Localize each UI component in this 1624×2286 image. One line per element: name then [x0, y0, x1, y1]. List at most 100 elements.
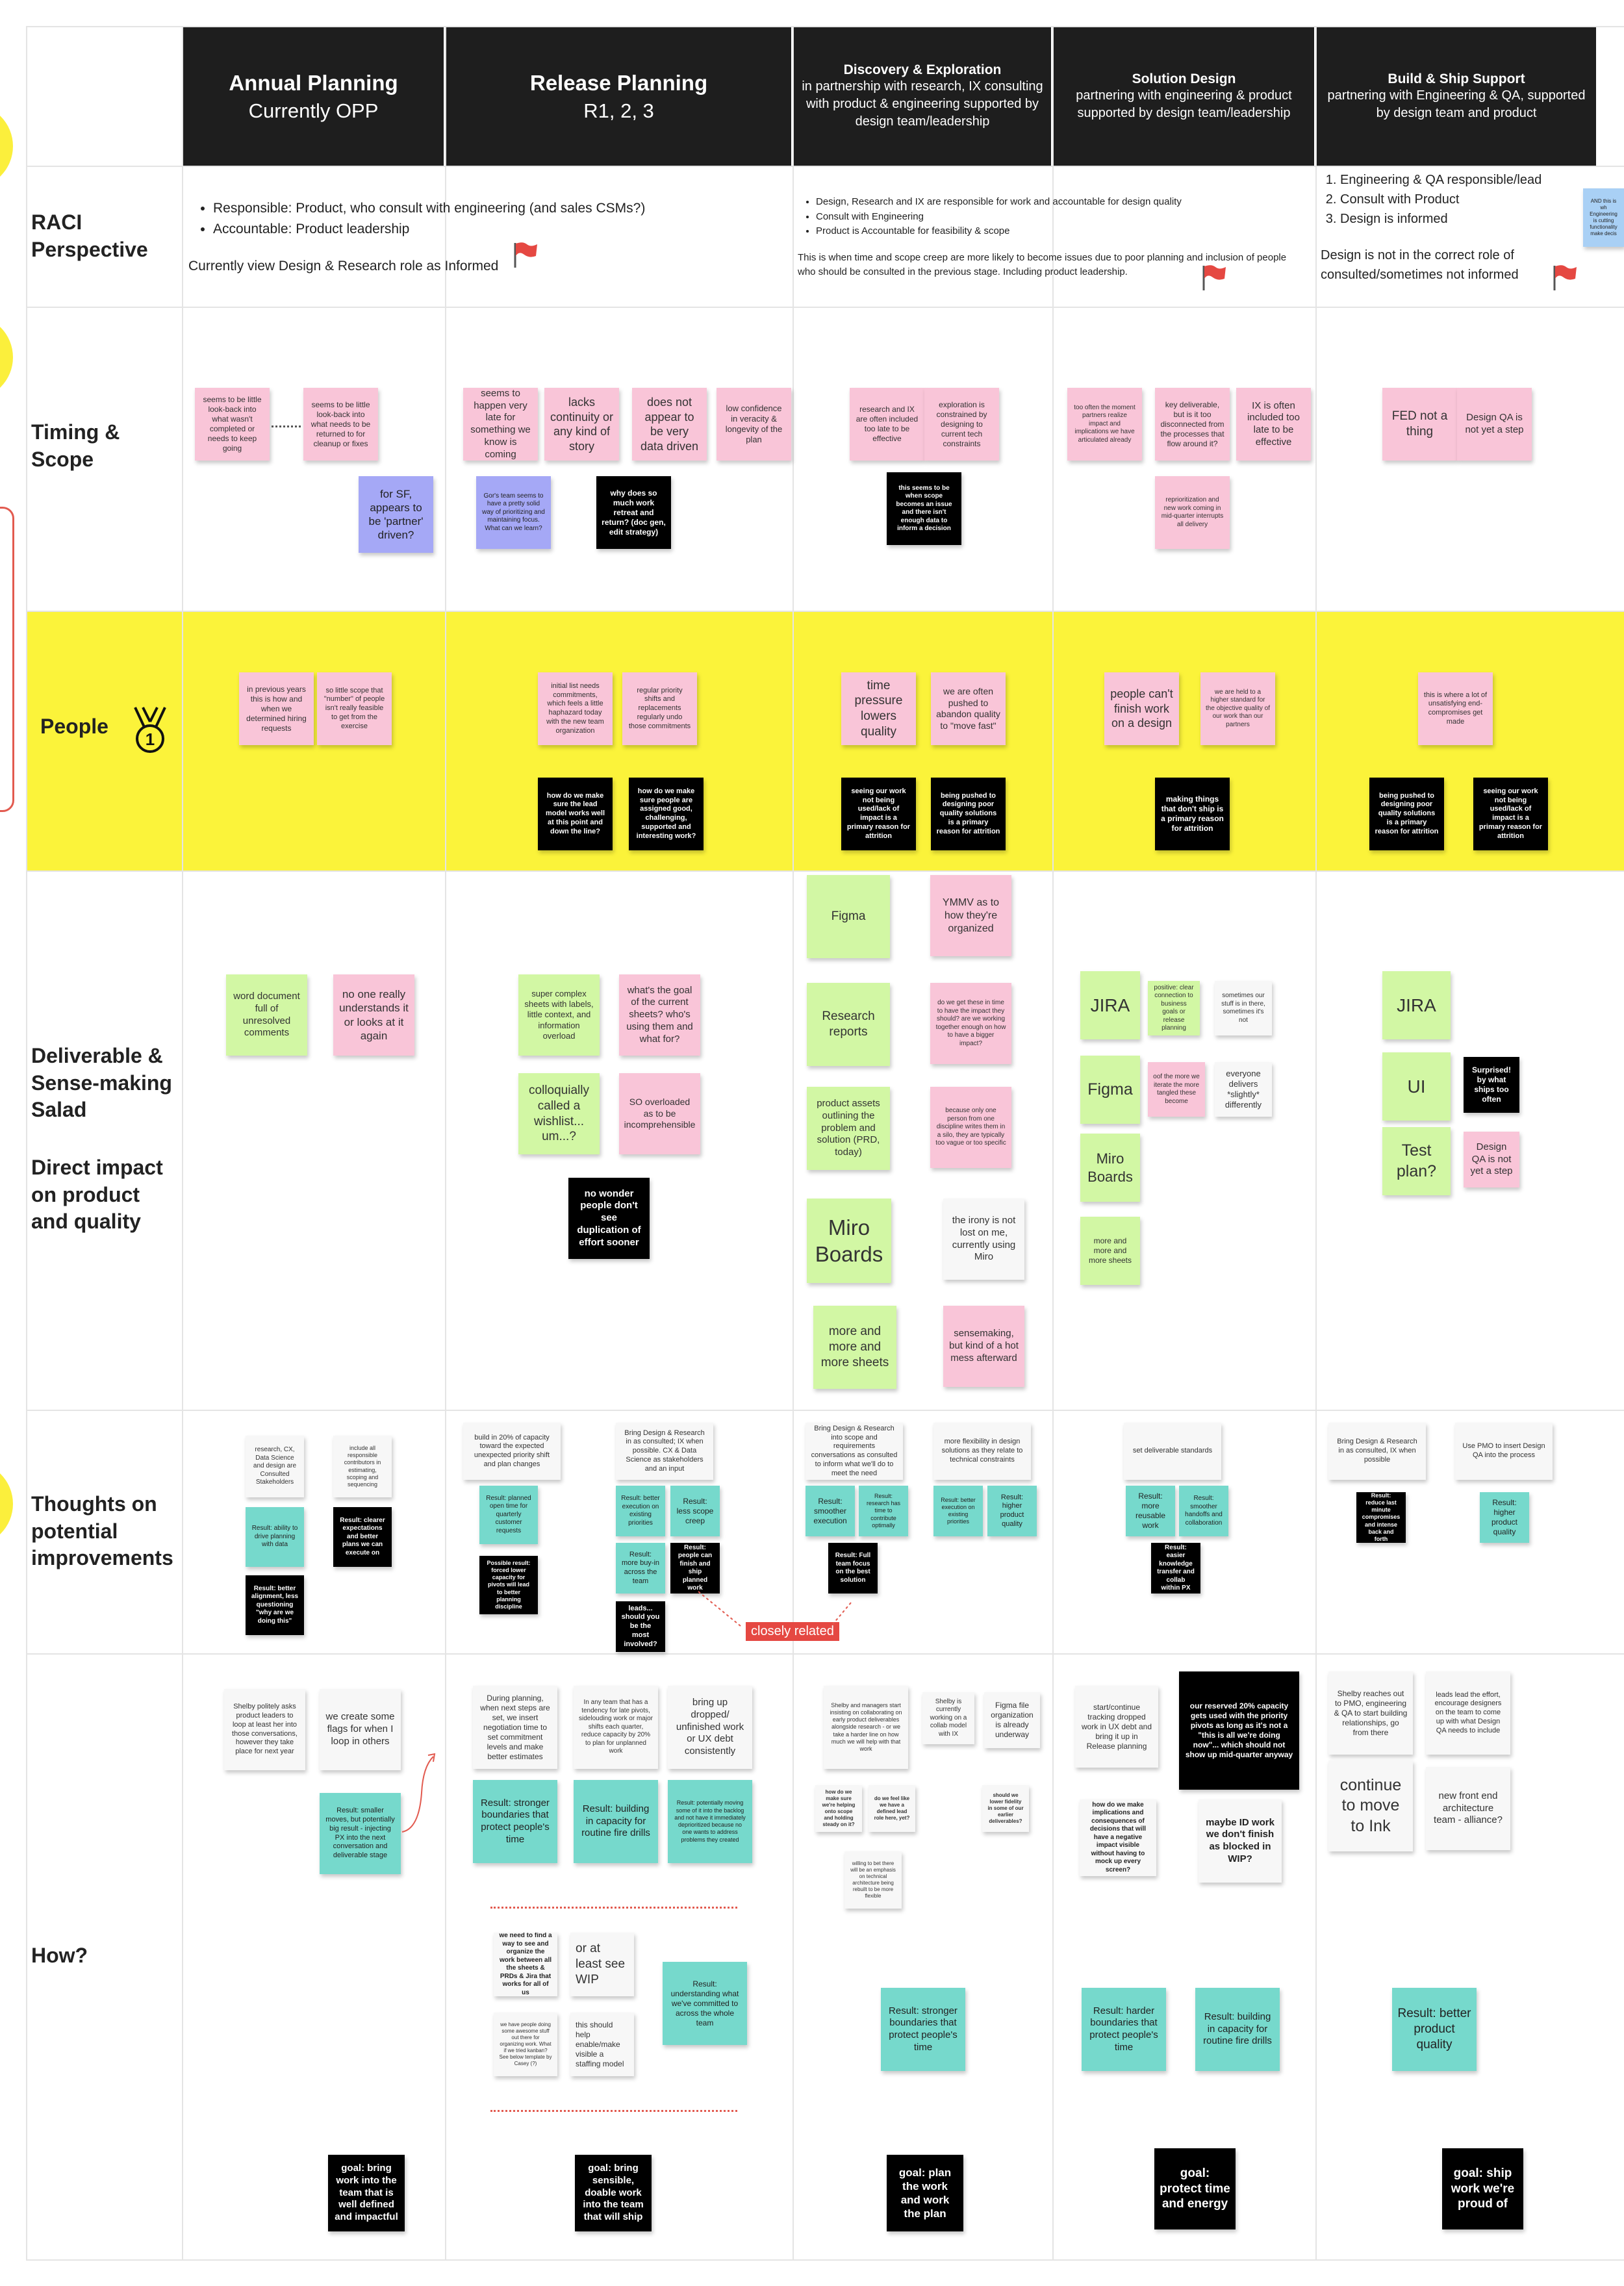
header-subtitle: R1, 2, 3 [583, 99, 654, 122]
raci-item: Engineering & QA responsible/lead [1340, 170, 1561, 190]
sticky-note: colloquially called a wishlist... um...? [518, 1073, 600, 1154]
sticky-note: Result: building in capacity for routine… [574, 1780, 658, 1863]
sticky-note: Design QA is not yet a step [1464, 1132, 1519, 1187]
sticky-note: this should help enable/make visible a s… [570, 2013, 634, 2076]
sticky-note: In any team that has a tendency for late… [574, 1686, 658, 1769]
sticky-note: Result: reduce last minute compromises a… [1356, 1492, 1406, 1543]
grid-line [26, 2259, 1624, 2261]
sticky-note: reprioritization and new work coming in … [1155, 476, 1230, 549]
grid-line [1315, 26, 1317, 2261]
sticky-note: do we feel like we have a defined lead r… [869, 1785, 915, 1832]
sticky-note: bring up dropped/ unfinished work or UX … [668, 1686, 752, 1769]
grid-line [26, 26, 27, 2261]
sticky-note: new front end architecture team - allian… [1426, 1767, 1510, 1850]
sticky-note: Test plan? [1382, 1127, 1451, 1195]
sticky-note: Result: Full team focus on the best solu… [828, 1543, 878, 1594]
sticky-note: lacks continuity or any kind of story [544, 388, 619, 461]
sticky-note: seems to be little look-back into what w… [195, 388, 270, 461]
sticky-note: willing to bet there will be an emphasis… [844, 1851, 902, 1909]
dotted-divider [490, 1907, 737, 1909]
grid-line [182, 26, 183, 2261]
sticky-note: oof the more we iterate the more tangled… [1148, 1062, 1205, 1117]
sticky-note: word document full of unresolved comment… [226, 974, 307, 1056]
sticky-note: Result: potentially moving some of it in… [668, 1780, 752, 1863]
sticky-note: no wonder people don't see duplication o… [568, 1178, 650, 1259]
sticky-note: seeing our work not being used/lack of i… [1473, 778, 1548, 850]
grid-line [26, 611, 1624, 612]
sticky-note: Miro Boards [807, 1199, 891, 1283]
sticky-note: for SF, appears to be 'partner' driven? [359, 476, 433, 553]
sticky-note: Result: harder boundaries that protect p… [1082, 1988, 1166, 2071]
sticky-note: why does so much work retreat and return… [596, 476, 671, 549]
sticky-note: we are held to a higher standard for the… [1200, 672, 1275, 745]
sticky-note: Result: building in capacity for routine… [1195, 1988, 1280, 2071]
sticky-note: or at least see WIP [570, 1933, 634, 1996]
sticky-note: Result: better product quality [1392, 1988, 1477, 2071]
sticky-note: Result: clearer expectations and better … [333, 1507, 392, 1567]
yellow-circle-decoration-3 [0, 1462, 13, 1546]
header-title: Build & Ship Support [1388, 71, 1525, 86]
sticky-note: Result: stronger boundaries that protect… [473, 1780, 557, 1863]
sticky-note: being pushed to designing poor quality s… [1369, 778, 1444, 850]
medal-first-place-icon: 1 [134, 707, 166, 753]
sticky-note: research and IX are often included too l… [850, 388, 924, 461]
sticky-note: do we get these in time to have the impa… [930, 983, 1011, 1064]
sticky-note: this seems to be when scope becomes an i… [887, 472, 961, 545]
sticky-note: Result: better execution on existing pri… [616, 1486, 665, 1536]
sticky-note: how do we make sure we're helping onto s… [815, 1785, 862, 1832]
sticky-note: seems to happen very late for something … [463, 388, 538, 461]
sticky-note: more and more and more sheets [1080, 1217, 1140, 1285]
dotted-connector [830, 1602, 852, 1628]
raci-side-note: AND this is wh Engineering is cutting fu… [1583, 188, 1624, 247]
raci-bullet: Responsible: Product, who consult with e… [213, 198, 689, 219]
sticky-note: exploration is constrained by designing … [924, 388, 999, 461]
sticky-note: JIRA [1382, 971, 1451, 1039]
sticky-note: Shelby is currently working on a collab … [922, 1692, 974, 1744]
sticky-note: Gor's team seems to have a pretty solid … [476, 476, 551, 549]
sticky-note: IX is often included too late to be effe… [1236, 388, 1311, 461]
sticky-note: Design QA is not yet a step [1457, 388, 1532, 461]
sticky-note: SO overloaded as to be incomprehensible [619, 1073, 700, 1154]
header-release-planning: Release Planning R1, 2, 3 [446, 27, 791, 166]
sticky-note: Shelby politely asks product leaders to … [224, 1689, 305, 1770]
header-subtitle: partnering with engineering & product su… [1076, 88, 1292, 120]
sticky-note: should we lower fidelity in some of our … [982, 1785, 1029, 1832]
sticky-note: Result: more reusable work [1126, 1486, 1175, 1536]
row-label-how: How? [31, 1944, 88, 1967]
goal-note: goal: bring sensible, doable work into t… [575, 2155, 652, 2231]
sticky-note: Surprised! by what ships too often [1464, 1057, 1519, 1113]
sticky-note: Result: less scope creep [670, 1486, 720, 1536]
header-annual-planning: Annual Planning Currently OPP [183, 27, 444, 166]
raci-bullet: Product is Accountable for feasibility &… [816, 224, 1298, 239]
sticky-note: build in 20% of capacity toward the expe… [463, 1423, 561, 1480]
sticky-note: maybe ID work we don't finish as blocked… [1199, 1799, 1282, 1883]
header-subtitle: Currently OPP [248, 99, 379, 122]
sticky-note: no one really understands it or looks at… [333, 974, 414, 1056]
header-subtitle: in partnership with research, IX consult… [802, 79, 1043, 129]
raci-bullet: Design, Research and IX are responsible … [816, 195, 1298, 210]
sticky-note: we are often pushed to abandon quality t… [931, 672, 1006, 745]
sticky-note: FED not a thing [1382, 388, 1457, 461]
grid-line [26, 1410, 1624, 1411]
sticky-note: regular priority shifts and replacements… [622, 672, 697, 745]
sticky-note: Figma file organization is already under… [984, 1692, 1040, 1748]
raci-build-ship: Engineering & QA responsible/lead Consul… [1321, 170, 1561, 285]
sticky-note: Result: higher product quality [987, 1486, 1037, 1536]
sticky-note: we create some flags for when I loop in … [320, 1689, 401, 1770]
red-flag-icon [514, 242, 537, 268]
goal-note: goal: protect time and energy [1154, 2148, 1236, 2229]
grid-line [445, 26, 446, 2261]
sticky-note: Result: better execution on existing pri… [933, 1486, 983, 1536]
sticky-note: low confidence in veracity & longevity o… [717, 388, 791, 461]
sticky-note: JIRA [1080, 971, 1140, 1039]
sticky-note: because only one person from one discipl… [930, 1087, 1011, 1168]
dotted-divider [490, 2110, 737, 2112]
sticky-note: everyone delivers *slightly* differently [1215, 1062, 1272, 1117]
sticky-note: seeing our work not being used/lack of i… [841, 778, 916, 850]
sticky-note: YMMV as to how they're organized [930, 875, 1011, 956]
goal-note: goal: bring work into the team that is w… [328, 2155, 405, 2231]
sticky-note: set deliverable standards [1124, 1423, 1221, 1480]
yellow-circle-decoration-1 [0, 104, 13, 188]
raci-note: This is when time and scope creep are mo… [798, 251, 1287, 278]
sticky-note: Result: people can finish and ship plann… [670, 1543, 720, 1594]
